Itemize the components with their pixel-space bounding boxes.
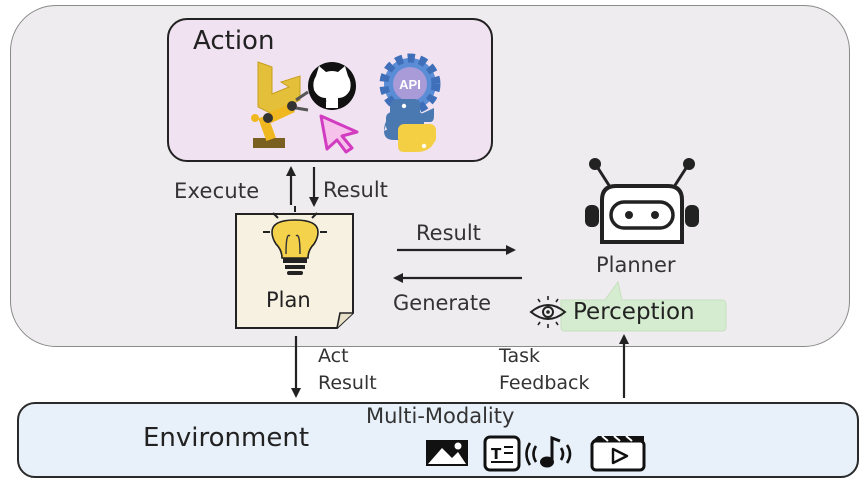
plan-label: Plan xyxy=(266,288,311,312)
action-title: Action xyxy=(193,26,275,56)
svg-text:T: T xyxy=(491,445,502,463)
result-up-label: Result xyxy=(323,178,388,202)
environment-title: Environment xyxy=(143,423,310,453)
lightbulb-icon xyxy=(263,206,327,275)
perception-callout xyxy=(560,280,727,332)
robot-planner-icon xyxy=(585,158,699,244)
multi-modality-title: Multi-Modality xyxy=(366,404,515,428)
python-logo-icon xyxy=(384,99,436,152)
generate-label: Generate xyxy=(393,291,491,315)
bing-logo-icon xyxy=(257,61,301,115)
act-label: Act xyxy=(318,345,349,367)
task-label: Task xyxy=(498,345,540,367)
execute-label: Execute xyxy=(174,179,259,203)
result-right-label: Result xyxy=(416,221,481,245)
eye-icon xyxy=(529,296,567,328)
audio-icon xyxy=(525,435,572,468)
text-document-icon: T xyxy=(483,435,521,472)
planner-label: Planner xyxy=(596,253,676,277)
perception-label: Perception xyxy=(573,299,695,325)
feedback-label: Feedback xyxy=(499,372,589,394)
robot-arm-icon xyxy=(251,90,309,148)
video-icon xyxy=(590,435,646,472)
act-result-label: Result xyxy=(318,372,377,394)
image-icon xyxy=(426,440,468,466)
api-text: API xyxy=(399,77,421,92)
api-gear-icon: API xyxy=(379,53,441,115)
cursor-icon xyxy=(319,114,359,154)
github-logo-icon xyxy=(308,62,356,110)
